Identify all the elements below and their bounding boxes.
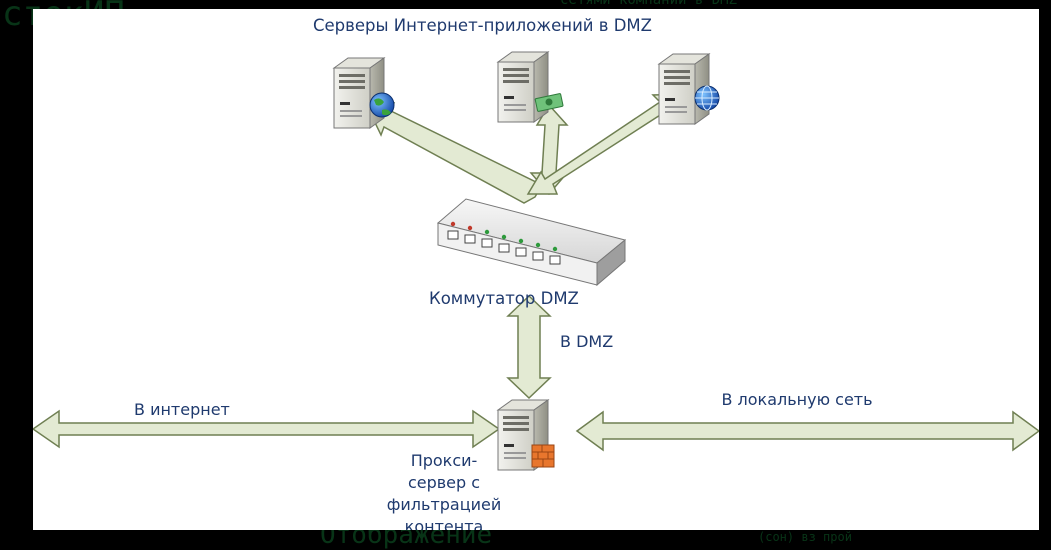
diagram-title: Серверы Интернет-приложений в DMZ [313, 16, 652, 35]
server-2 [497, 51, 564, 123]
web-globe-icon [694, 85, 720, 111]
background-code-text: сетями компании в DMZ [560, 0, 738, 8]
proxy-server [497, 399, 555, 471]
arrow-to-internet [33, 409, 501, 449]
switch-ports [447, 230, 561, 265]
firewall-icon [531, 444, 555, 468]
arrow-switch-to-proxy [506, 294, 552, 400]
network-diagram [33, 51, 1039, 471]
server-1 [333, 57, 395, 129]
dmz-direction-label: В DMZ [560, 332, 614, 351]
globe-icon [369, 92, 395, 118]
money-icon [534, 93, 564, 112]
diagram-slide: Серверы Интернет-приложений в DMZ Коммут… [33, 9, 1039, 530]
switch-device [436, 198, 627, 287]
lan-direction-label: В локальную сеть [721, 390, 873, 409]
arrow-to-lan [575, 410, 1039, 452]
server-3 [658, 53, 720, 125]
background-code-text: (сон) вз прой [758, 530, 852, 544]
internet-direction-label: В интернет [134, 400, 230, 419]
switch-label: Коммутатор DMZ [429, 289, 579, 308]
switch-leds [450, 221, 558, 252]
proxy-server-label: Прокси-сервер с фильтрацией контента [386, 451, 502, 530]
